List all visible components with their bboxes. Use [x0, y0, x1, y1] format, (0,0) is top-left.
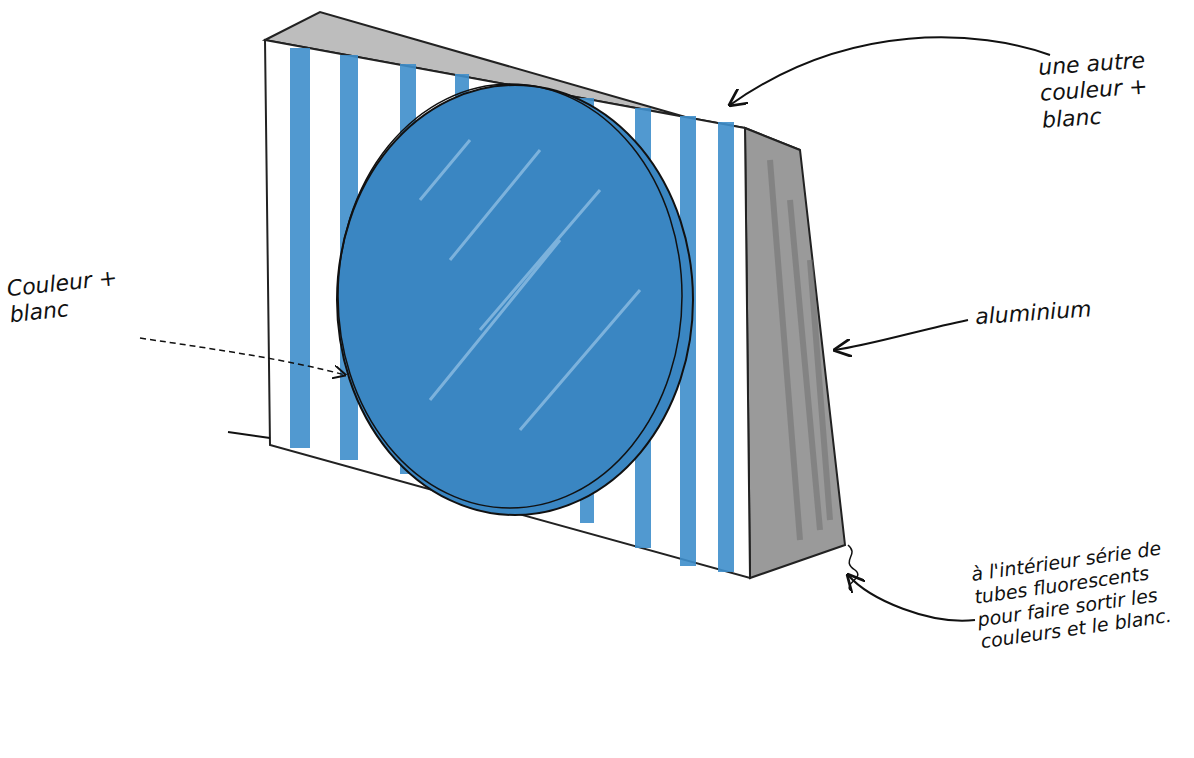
leader-line: [848, 575, 975, 621]
annotation-note: une autre couleur + blanc: [1037, 45, 1182, 134]
leader-line: [140, 338, 345, 375]
annotation-note: à l'intérieur série de tubes fluorescent…: [970, 534, 1193, 654]
blue-disc: [337, 85, 693, 515]
stripe: [718, 122, 734, 572]
disc-outline: [338, 84, 682, 508]
ground-line: [228, 432, 270, 438]
side-shading: [770, 160, 830, 540]
front-face: [265, 40, 750, 578]
blue-stripes: [290, 48, 734, 572]
crayon-texture: [420, 140, 640, 430]
disc-outline: [337, 85, 693, 515]
leader-line: [730, 37, 1050, 105]
squiggle: [848, 545, 858, 590]
annotation-note: aluminium: [974, 292, 1155, 331]
annotation-note: Couleur + blanc: [6, 264, 131, 329]
aluminium-side-face: [745, 128, 845, 578]
leader-line: [835, 320, 968, 350]
stripe: [290, 48, 310, 448]
